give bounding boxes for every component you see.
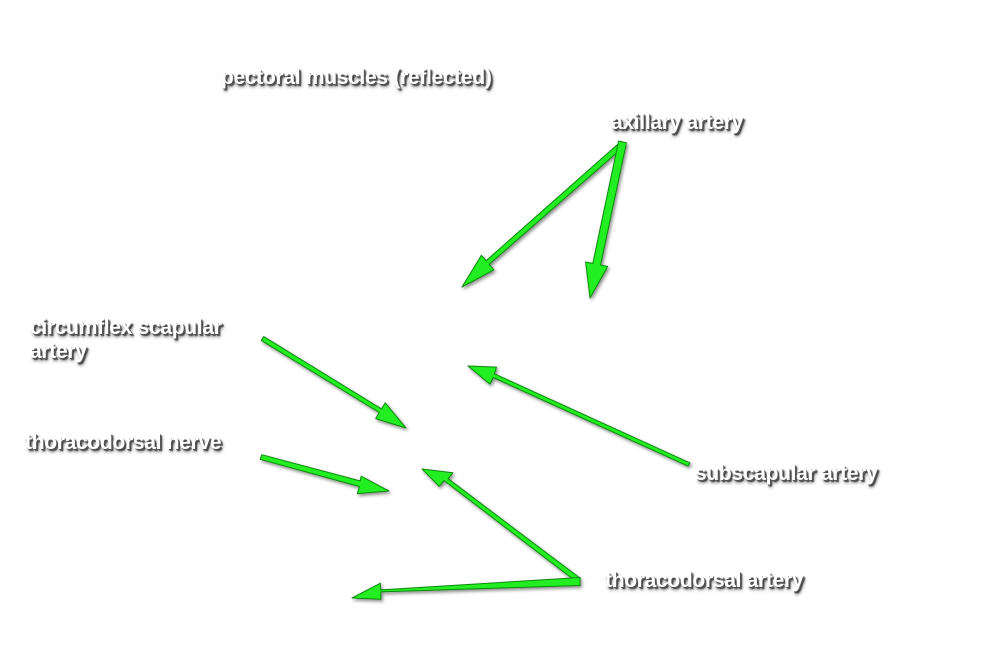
label-thoracodorsal-nerve: thoracodorsal nerve — [25, 431, 222, 454]
label-circumflex-scapular-line1: circumflex scapular — [30, 316, 222, 339]
label-subscapular-artery: subscapular artery — [695, 462, 878, 485]
thoracodorsal-nerve-arrow — [259, 454, 390, 495]
axillary-artery-arrow-left — [461, 140, 626, 288]
thoracodorsal-artery-arrow-up — [421, 468, 581, 584]
circumflex-scapular-artery-arrow — [260, 336, 407, 429]
subscapular-artery-arrow — [467, 365, 691, 467]
label-circumflex-scapular-artery: circumflex scapular artery — [30, 316, 222, 364]
label-axillary-artery: axillary artery — [611, 111, 744, 134]
thoracodorsal-artery-arrow-left — [351, 577, 581, 600]
axillary-artery-arrow-down — [585, 140, 627, 299]
label-circumflex-scapular-line2: artery — [30, 340, 87, 363]
label-thoracodorsal-artery: thoracodorsal artery — [605, 569, 804, 592]
label-pectoral-muscles: pectoral muscles (reflected) — [221, 66, 492, 89]
